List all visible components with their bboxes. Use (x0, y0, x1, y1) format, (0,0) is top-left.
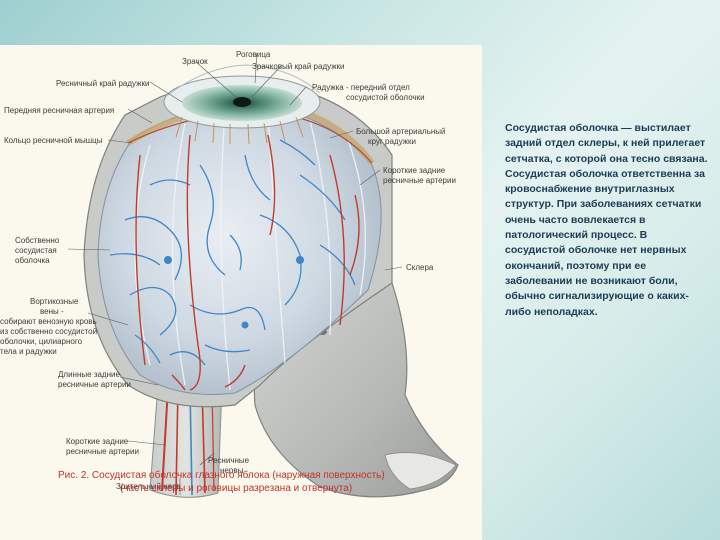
caption-line-2: (часть склеры и роговицы разрезана и отв… (120, 483, 353, 494)
leader-lines (67, 52, 403, 495)
label-anterior-ciliary-artery: Передняя ресничная артерия (4, 106, 115, 115)
label-ciliary-edge: Ресничный край радужки (56, 79, 150, 88)
label-choroid-proper-3: оболочка (15, 256, 50, 265)
label-major-arterial-circle-1: Большой артериальный (356, 127, 446, 136)
label-choroid-proper-2: сосудистая (15, 246, 57, 255)
label-vorticose-6: тела и радужки (0, 347, 57, 356)
label-short-posterior-1: Короткие задние (383, 166, 446, 175)
eyeball-illustration (67, 52, 459, 498)
label-short-posterior-2: ресничные артерии (383, 176, 456, 185)
vorticose-vein-hubs (164, 256, 304, 329)
label-sclera: Склера (406, 263, 434, 272)
label-vorticose-1: Вортикозные (30, 297, 79, 306)
label-pupil: Зрачок (182, 57, 208, 66)
label-vorticose-2: вены - (40, 307, 64, 316)
label-vorticose-4: из собственно сосудистой (0, 327, 98, 336)
eye-figure-panel: Зрачок Роговица Зрачковый край радужки Р… (0, 45, 482, 540)
label-vorticose-5: оболочки, цилиарного (0, 337, 83, 346)
artery-network (135, 134, 360, 391)
label-vorticose-3: собирают венозную кровь (0, 317, 97, 326)
label-cornea: Роговица (236, 50, 271, 59)
label-optic-nerve: Зрительный нерв (116, 482, 181, 491)
description-text: Сосудистая оболочка — выстилает задний о… (505, 122, 708, 318)
label-short-posterior-bottom-2: ресничные артерии (66, 447, 139, 456)
optic-nerve-shape (149, 384, 223, 498)
label-major-arterial-circle-2: круг радужки (368, 137, 416, 146)
label-ciliary-muscle-ring: Кольцо ресничной мышцы (4, 136, 103, 145)
label-choroid-proper-1: Собственно (15, 236, 60, 245)
cornea-iris (163, 64, 321, 145)
figure-caption: Рис. 2. Сосудистая оболочка глазного ябл… (58, 469, 468, 495)
label-iris-line1: Радужка - передний отдел (312, 83, 410, 92)
label-ciliary-nerves-2: нервы (220, 466, 244, 475)
label-iris-line2: сосудистой оболочки (346, 93, 425, 102)
label-pupillary-edge: Зрачковый край радужки (252, 62, 345, 71)
label-ciliary-nerves-1: Ресничные (208, 456, 250, 465)
caption-line-1: Рис. 2. Сосудистая оболочка глазного ябл… (58, 470, 385, 481)
label-short-posterior-bottom-1: Короткие задние (66, 437, 129, 446)
vein-network (109, 139, 356, 366)
label-long-posterior-2: ресничные артерии (58, 380, 131, 389)
label-long-posterior-1: Длинные задние (58, 370, 120, 379)
